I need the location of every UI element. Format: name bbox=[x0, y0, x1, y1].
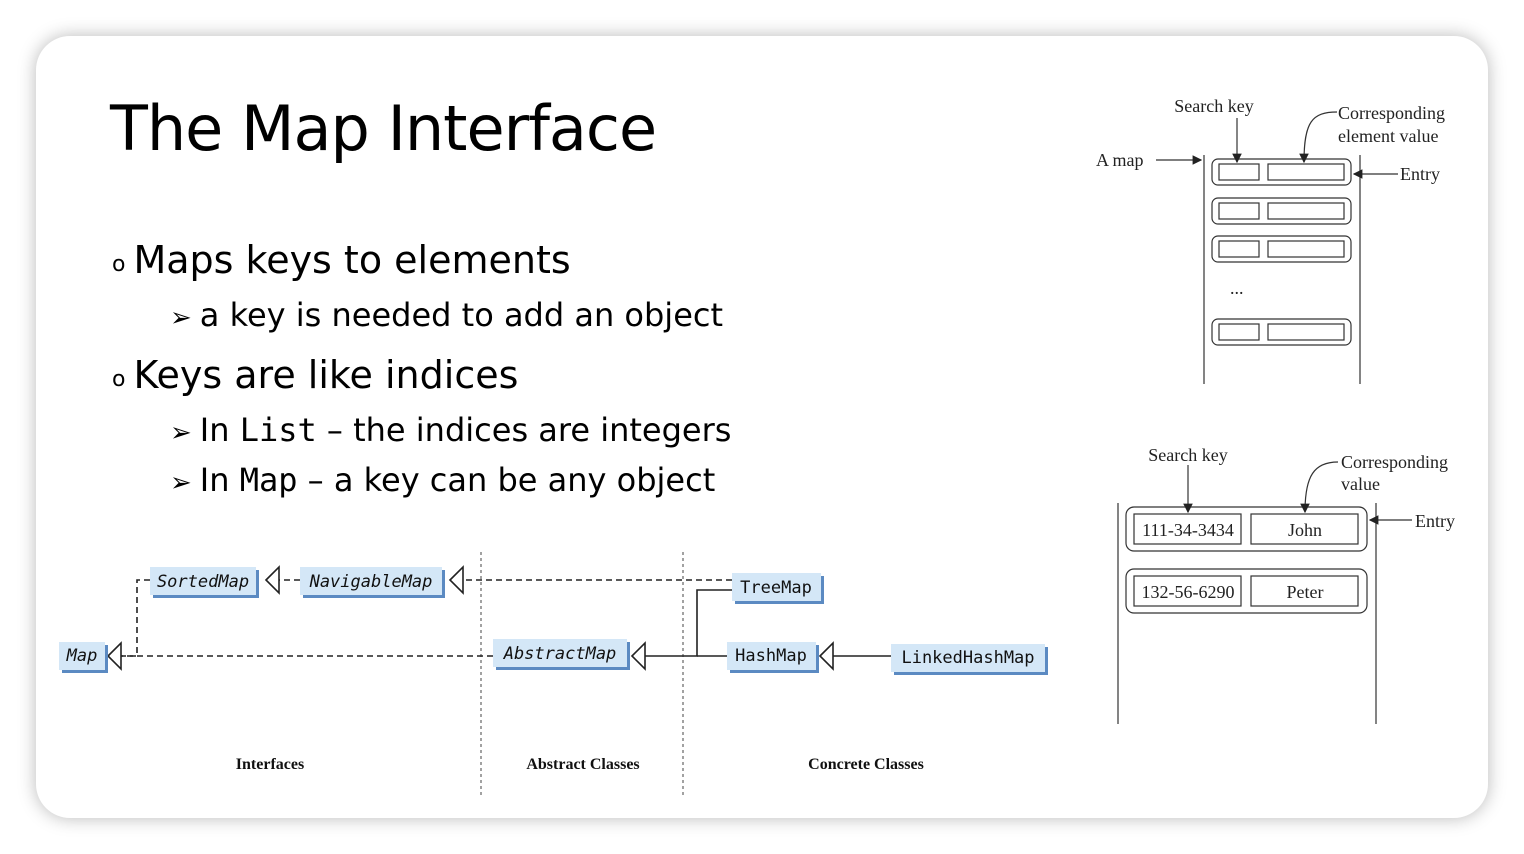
node-label: TreeMap bbox=[740, 578, 812, 598]
search-key-label: Search key bbox=[1148, 445, 1227, 465]
arrow-marker: ➢ bbox=[170, 418, 192, 448]
slide-title: The Map Interface bbox=[110, 92, 658, 165]
sortedmap-to-map bbox=[121, 579, 150, 657]
class-hierarchy: SortedMap NavigableMap Map AbstractMap T… bbox=[59, 552, 1048, 796]
map-entry bbox=[1211, 158, 1352, 186]
subbullet-list-indices: ➢In List – the indices are integers bbox=[170, 411, 731, 449]
bullet-post: – a key can be any object bbox=[297, 461, 716, 499]
bullet-text: Maps keys to elements bbox=[133, 238, 571, 282]
node-label: LinkedHashMap bbox=[901, 648, 1034, 668]
inherit-arrowhead bbox=[106, 641, 122, 671]
map-diagram bbox=[1156, 111, 1398, 384]
map-entry bbox=[1211, 318, 1352, 346]
bullet-post: – the indices are integers bbox=[316, 411, 732, 449]
node-abstractmap: AbstractMap bbox=[493, 639, 630, 670]
entry-key: 111-34-3434 bbox=[1142, 520, 1234, 540]
map-entry bbox=[1211, 197, 1352, 225]
entry-value: Peter bbox=[1287, 582, 1324, 602]
bullet-pre: In bbox=[199, 461, 240, 499]
inherit-arrowhead bbox=[630, 641, 646, 671]
node-hashmap: HashMap bbox=[727, 642, 819, 673]
inherit-arrowhead bbox=[448, 565, 464, 595]
slide: The Map Interface o Maps keys to elements… bbox=[36, 36, 1488, 818]
node-label: HashMap bbox=[735, 646, 807, 666]
treemap-to-abstract bbox=[645, 589, 732, 657]
value-label: value bbox=[1341, 474, 1380, 494]
node-map: Map bbox=[59, 642, 108, 673]
title-code: Map bbox=[241, 92, 370, 165]
entry-row bbox=[1125, 506, 1368, 552]
bullet-maps-keys: o Maps keys to elements bbox=[112, 238, 571, 282]
bullet-code: List bbox=[239, 411, 317, 449]
title-suffix: Interface bbox=[368, 92, 658, 165]
entry-label: Entry bbox=[1400, 164, 1440, 184]
title-prefix: The bbox=[110, 92, 242, 165]
bullet-text: Keys are like indices bbox=[133, 353, 519, 397]
value-arrow bbox=[1300, 461, 1339, 514]
map-entry bbox=[1211, 235, 1352, 263]
value-arrow bbox=[1299, 111, 1338, 164]
bullet-keys-indices: o Keys are like indices bbox=[112, 353, 518, 397]
ellipsis: ... bbox=[1230, 278, 1244, 298]
node-linkedhashmap: LinkedHashMap bbox=[891, 644, 1048, 675]
bullet-text: a key is needed to add an object bbox=[199, 296, 724, 334]
bullet-code: Map bbox=[239, 461, 298, 499]
entry-diagram bbox=[1117, 461, 1412, 724]
subbullet-map-keys: ➢In Map – a key can be any object bbox=[170, 461, 715, 499]
bullet-pre: In bbox=[199, 411, 240, 449]
corresponding-label: Corresponding bbox=[1341, 452, 1448, 472]
inherit-arrowhead bbox=[264, 565, 280, 595]
node-navigablemap: NavigableMap bbox=[300, 567, 445, 598]
node-sortedmap: SortedMap bbox=[150, 567, 259, 598]
entry-row bbox=[1125, 568, 1368, 614]
node-label: AbstractMap bbox=[503, 644, 617, 664]
entry-label: Entry bbox=[1415, 511, 1455, 531]
element-value-label: element value bbox=[1338, 126, 1438, 146]
bullet-marker: o bbox=[112, 252, 126, 277]
node-label: SortedMap bbox=[157, 572, 249, 592]
entry-key: 132-56-6290 bbox=[1142, 582, 1235, 602]
subbullet-key-needed: ➢a key is needed to add an object bbox=[170, 296, 723, 334]
node-label: NavigableMap bbox=[309, 572, 433, 592]
column-caption-interfaces: Interfaces bbox=[236, 756, 304, 773]
column-caption-abstract: Abstract Classes bbox=[526, 756, 639, 773]
node-treemap: TreeMap bbox=[732, 573, 824, 604]
inherit-arrowhead bbox=[818, 641, 834, 671]
node-label: Map bbox=[66, 646, 98, 666]
search-key-label: Search key bbox=[1174, 96, 1253, 116]
bullet-marker: o bbox=[112, 367, 126, 392]
arrow-marker: ➢ bbox=[170, 303, 192, 333]
column-caption-concrete: Concrete Classes bbox=[808, 756, 924, 773]
a-map-label: A map bbox=[1096, 150, 1144, 170]
entry-value: John bbox=[1288, 520, 1322, 540]
corresponding-label: Corresponding bbox=[1338, 103, 1445, 123]
arrow-marker: ➢ bbox=[170, 468, 192, 498]
